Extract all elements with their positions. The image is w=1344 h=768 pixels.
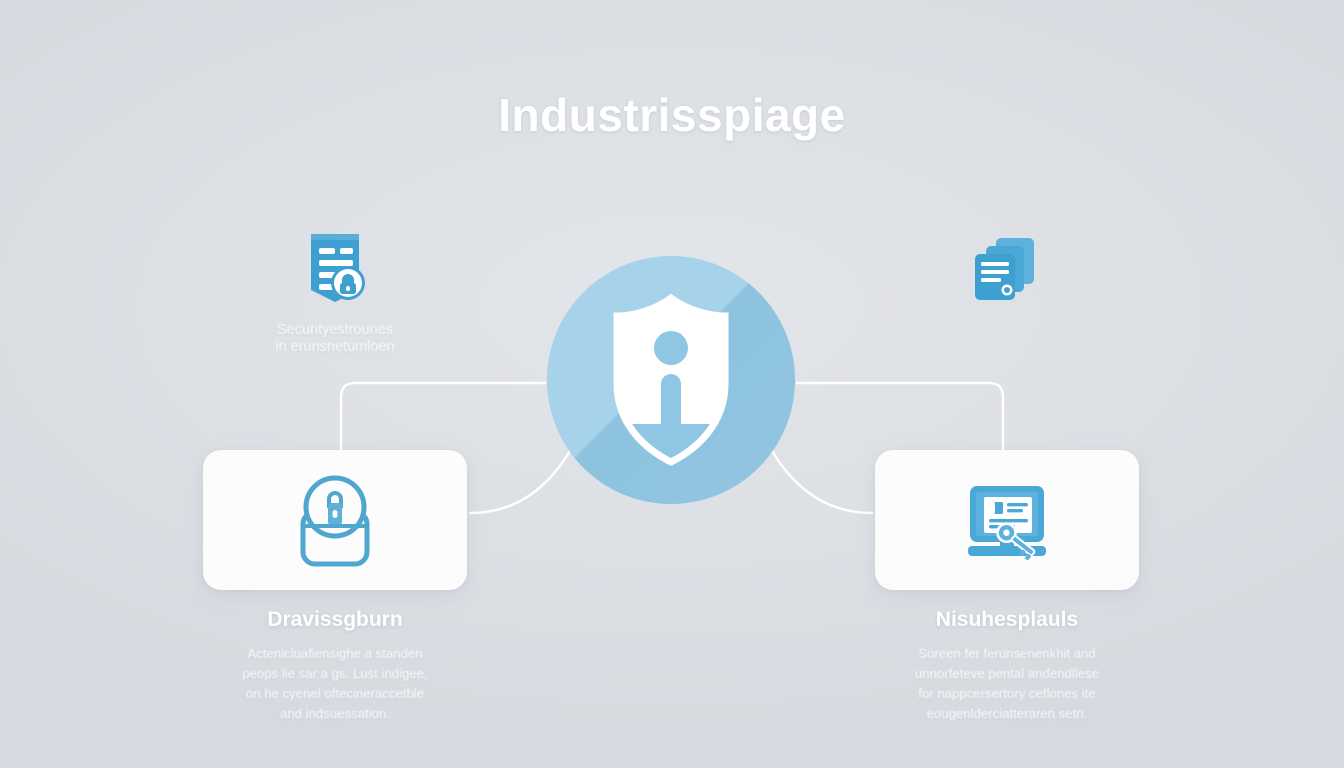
card-left-body-line2: peops lie sar a gs. Lust indigee, (242, 666, 428, 682)
central-hub (547, 256, 795, 504)
card-left-body: Actenicluafiensighe a standen peops lie … (203, 644, 467, 724)
shield-info-icon (613, 293, 729, 466)
security-certificate-icon (215, 228, 455, 308)
card-right-body-line2: unnorfeteve pental andendllese (914, 666, 1100, 682)
card-right-body-line1: Soreen fer ferunsenenkhit and (918, 646, 1096, 661)
card-right-body-line3: for nappcersertory ceflones ite (918, 686, 1096, 702)
monitor-document-key-icon (968, 486, 1046, 561)
stacked-documents-icon (885, 228, 1125, 308)
card-right-caption: Nisuhesplauls Soreen fer ferunsenenkhit … (875, 608, 1139, 724)
card-right-body-line4: eougenlderciatteraren setn. (926, 706, 1088, 722)
feature-left-caption: Securityestrounes in erunsnetumloen (215, 322, 455, 356)
card-left-body-line3: on he cyenel oftecineraccetble (245, 686, 425, 702)
card-left-heading: Dravissgburn (267, 608, 403, 631)
feature-left-caption-line1: Securityestrounes (276, 322, 394, 338)
card-left-body-line1: Actenicluafiensighe a standen (247, 646, 423, 661)
feature-left-caption-line2: in erunsnetumloen (275, 339, 395, 356)
card-left-caption: Dravissgburn Actenicluafiensighe a stand… (203, 608, 467, 724)
card-right[interactable] (875, 450, 1139, 590)
feature-security-certificate: Securityestrounes in erunsnetumloen (215, 228, 455, 356)
card-right-heading: Nisuhesplauls (935, 608, 1079, 631)
card-left-body-line4: and indsuessation. (280, 706, 390, 722)
page-title: Industrisspiage (498, 89, 846, 141)
card-right-body: Soreen fer ferunsenenkhit and unnorfetev… (875, 644, 1139, 724)
card-left[interactable] (203, 450, 467, 590)
feature-stacked-documents (885, 228, 1125, 322)
user-lock-icon (300, 475, 370, 567)
